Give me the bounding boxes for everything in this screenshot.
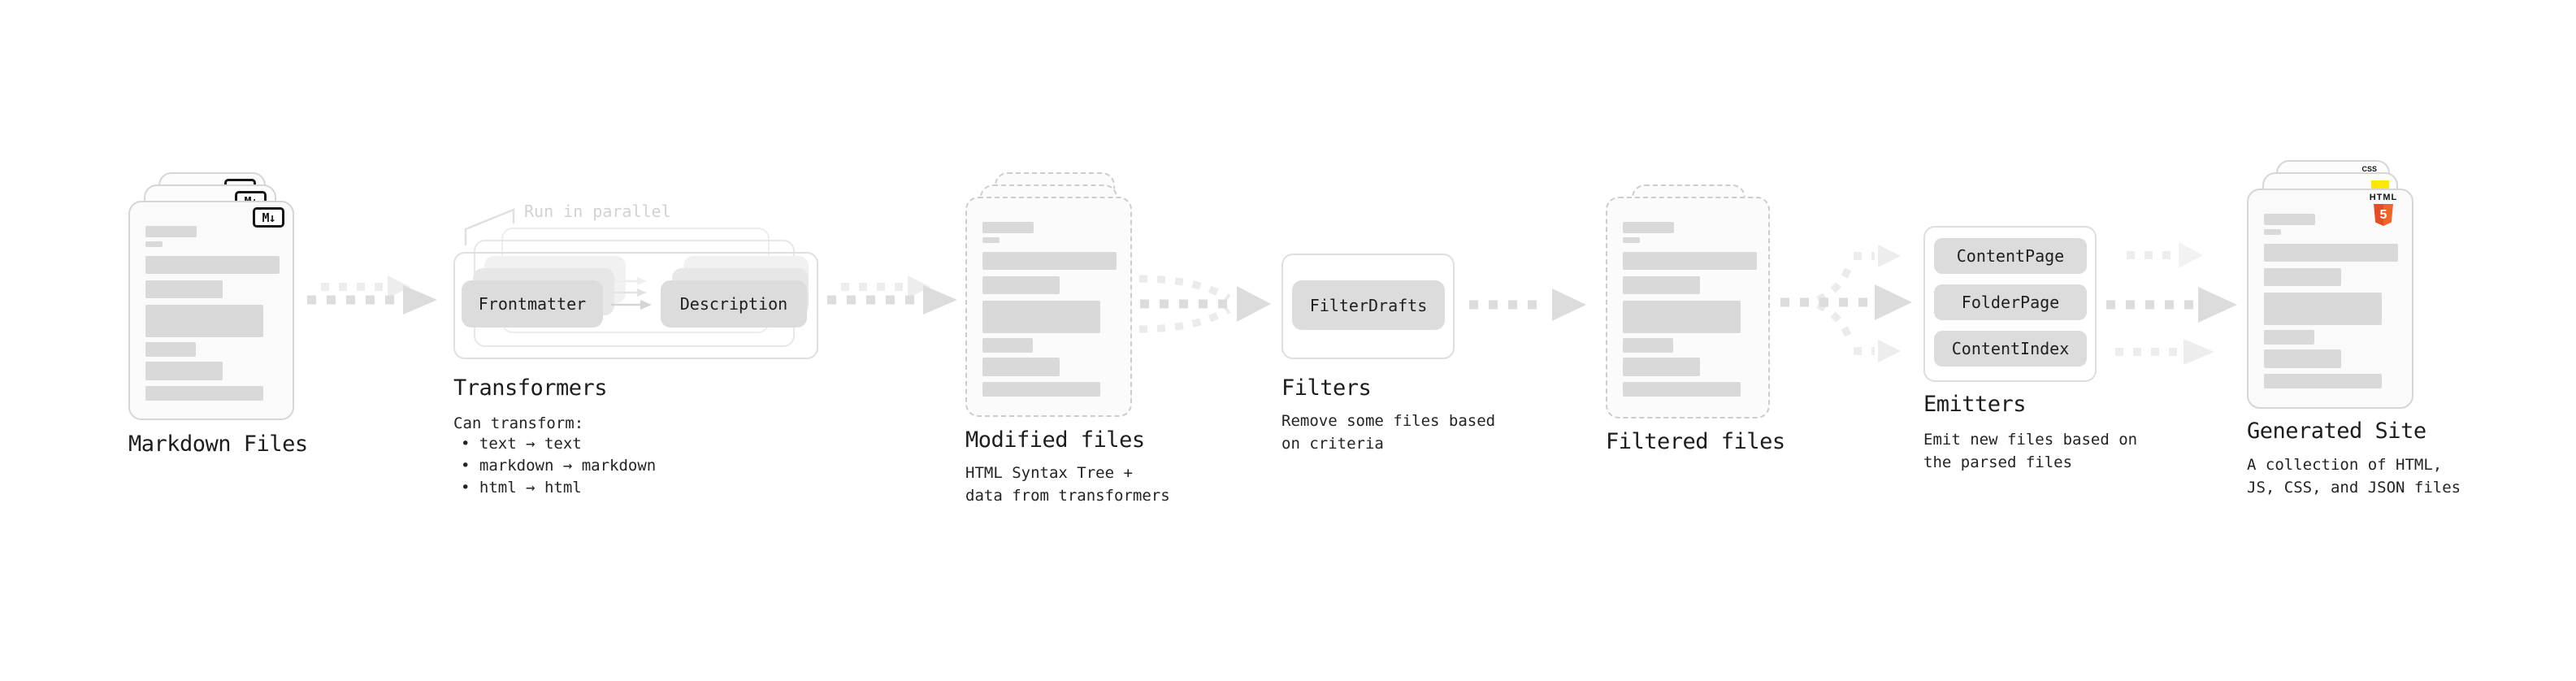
placeholder-bar xyxy=(982,338,1033,353)
section-label-generated-site: Generated Site xyxy=(2247,419,2426,444)
flow-arrow-markdown-to-transformers xyxy=(307,275,437,314)
generated-file-card-html: HTML 5 xyxy=(2247,189,2413,409)
transformer-layer-box-front xyxy=(453,252,818,359)
placeholder-bar xyxy=(982,301,1100,333)
placeholder-bar xyxy=(982,252,1117,270)
annotation-leader-line xyxy=(464,208,515,245)
filters-description: Remove some files based on criteria xyxy=(1281,412,1496,453)
modified-files-description: HTML Syntax Tree + data from transformer… xyxy=(965,464,1170,505)
pill-filterdrafts: FilterDrafts xyxy=(1292,280,1445,330)
transformers-desc-title: Can transform: xyxy=(453,414,584,432)
pill-description: Description xyxy=(661,280,807,327)
html5-icon-number: 5 xyxy=(2379,207,2387,222)
placeholder-bar xyxy=(1623,358,1700,376)
section-label-filters: Filters xyxy=(1281,375,1372,401)
placeholder-bar xyxy=(982,358,1060,376)
placeholder-bar xyxy=(145,305,263,337)
filtered-file-card-front xyxy=(1606,197,1770,419)
pill-folderpage: FolderPage xyxy=(1934,284,2087,320)
transformers-bullet: • html → html xyxy=(461,479,582,497)
section-label-markdown-files: Markdown Files xyxy=(128,432,308,457)
parallel-arrows-emitters-to-site xyxy=(2106,242,2237,365)
placeholder-bar xyxy=(145,280,223,298)
placeholder-bar xyxy=(1623,222,1674,233)
transformers-bullet: • text → text xyxy=(461,435,582,453)
pill-contentindex: ContentIndex xyxy=(1934,331,2087,367)
markdown-file-card-front: M↓ xyxy=(128,201,294,420)
generated-site-description: A collection of HTML, JS, CSS, and JSON … xyxy=(2247,456,2461,497)
placeholder-bar xyxy=(1623,301,1741,333)
html5-icon-label: HTML xyxy=(2369,193,2398,202)
placeholder-bar xyxy=(145,362,223,380)
emitters-description: Emit new files based on the parsed files xyxy=(1923,431,2138,471)
placeholder-bar xyxy=(2264,330,2314,345)
placeholder-bar xyxy=(2264,349,2341,368)
placeholder-bar xyxy=(982,382,1100,397)
flow-arrow-filters-to-filtered xyxy=(1469,288,1586,321)
placeholder-bar xyxy=(145,241,163,247)
merge-arrow-modified-to-filters xyxy=(1138,275,1271,333)
placeholder-bar xyxy=(1623,252,1757,270)
modified-file-card-front xyxy=(965,197,1132,417)
placeholder-bar xyxy=(1623,237,1640,243)
pill-frontmatter: Frontmatter xyxy=(462,280,603,327)
placeholder-bar xyxy=(145,386,263,401)
flow-arrow-transformers-to-modified xyxy=(827,275,957,314)
placeholder-bar xyxy=(982,222,1034,233)
placeholder-bar xyxy=(1623,276,1700,294)
placeholder-bar xyxy=(145,342,196,357)
transformers-bullet-list: • text → text • markdown → markdown • ht… xyxy=(461,433,656,499)
placeholder-bar xyxy=(145,256,280,274)
placeholder-bar xyxy=(2264,244,2398,262)
placeholder-bar xyxy=(982,276,1060,294)
transformers-bullet: • markdown → markdown xyxy=(461,457,657,475)
placeholder-bar xyxy=(1623,382,1741,397)
transformer-step-arrows xyxy=(611,277,652,310)
placeholder-bar xyxy=(2264,229,2281,235)
section-label-transformers: Transformers xyxy=(453,375,608,401)
placeholder-bar xyxy=(145,226,197,237)
placeholder-bar xyxy=(2264,293,2382,325)
section-label-filtered-files: Filtered files xyxy=(1606,429,1785,454)
section-label-modified-files: Modified files xyxy=(965,427,1145,453)
html5-icon-shield: 5 xyxy=(2374,204,2393,226)
pill-contentpage: ContentPage xyxy=(1934,238,2087,274)
run-in-parallel-annotation: Run in parallel xyxy=(524,202,671,221)
placeholder-bar xyxy=(2264,214,2315,225)
placeholder-bar xyxy=(2264,374,2382,388)
html5-icon: HTML 5 xyxy=(2363,193,2404,226)
placeholder-bar xyxy=(1623,338,1673,353)
placeholder-bar xyxy=(2264,268,2341,286)
split-arrow-filtered-to-emitters xyxy=(1780,245,1912,362)
section-label-emitters: Emitters xyxy=(1923,392,2027,417)
placeholder-bar xyxy=(982,237,1000,243)
markdown-icon: M↓ xyxy=(253,207,284,228)
